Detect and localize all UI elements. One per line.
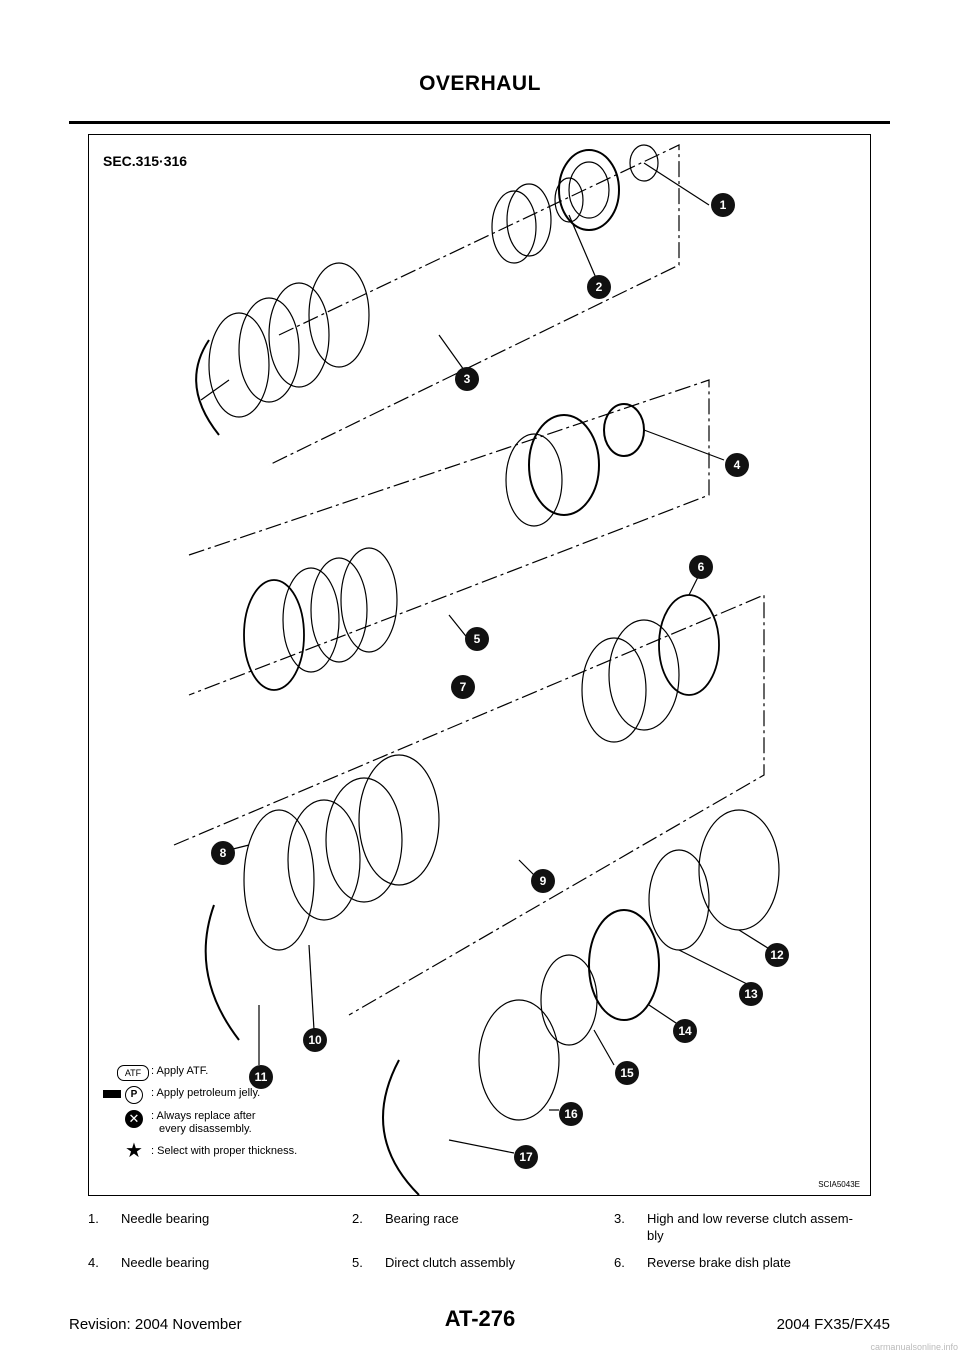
callout-13: 13 <box>739 982 763 1006</box>
page-number: AT-276 <box>444 1306 516 1331</box>
part-12-shape <box>698 809 780 931</box>
callout-11: 11 <box>249 1065 273 1089</box>
legend-replace-text-2: every disassembly. <box>159 1123 252 1135</box>
watermark: carmanualsonline.info <box>870 1342 958 1352</box>
callout-5: 5 <box>465 627 489 651</box>
p-icon: P <box>125 1086 143 1104</box>
atf-icon: ATF <box>117 1065 149 1081</box>
callout-7: 7 <box>451 675 475 699</box>
callout-2: 2 <box>587 275 611 299</box>
part-13-shape <box>648 849 710 951</box>
legend-replace-text: : Always replace after <box>151 1110 256 1122</box>
part-2-shape <box>554 177 584 223</box>
model-label: 2004 FX35/FX45 <box>776 1316 890 1333</box>
callout-9: 9 <box>531 869 555 893</box>
callout-17: 17 <box>514 1145 538 1169</box>
part-14-shape <box>588 909 660 1021</box>
revision-label: Revision: 2004 November <box>69 1316 242 1333</box>
exploded-diagram <box>173 144 780 1196</box>
petroleum-jelly-icon <box>103 1090 121 1098</box>
part-6-shape <box>658 594 720 696</box>
callout-6: 6 <box>689 555 713 579</box>
part-1-shape <box>629 144 659 182</box>
callout-15: 15 <box>615 1061 639 1085</box>
callout-16: 16 <box>559 1102 583 1126</box>
part-4-shape <box>603 403 645 457</box>
callout-12: 12 <box>765 943 789 967</box>
legend-jelly-text: : Apply petroleum jelly. <box>151 1087 261 1099</box>
part-15-shape <box>540 954 598 1046</box>
star-icon: ★ <box>125 1140 143 1162</box>
figure-code: SCIA5043E <box>818 1180 860 1189</box>
part-17-shape <box>382 1059 420 1196</box>
legend-star-text: : Select with proper thickness. <box>151 1145 298 1157</box>
title-divider <box>69 121 890 124</box>
callout-4: 4 <box>725 453 749 477</box>
group-frame-3 <box>268 144 680 466</box>
replace-icon: ✕ <box>125 1110 143 1128</box>
section-label: SEC.315·316 <box>103 153 188 169</box>
group-frame-5 <box>188 379 710 696</box>
callout-1: 1 <box>711 193 735 217</box>
part-16-shape <box>478 999 560 1121</box>
part-hub-shape <box>558 149 620 231</box>
callout-3: 3 <box>455 367 479 391</box>
callout-8: 8 <box>211 841 235 865</box>
group-frame-9 <box>173 594 765 1016</box>
legend-atf-text: : Apply ATF. <box>151 1065 209 1077</box>
page-title: OVERHAUL <box>419 72 541 95</box>
exploded-view-figure: SEC.315·316 1 2 3 4 5 6 7 8 9 10 11 12 1… <box>88 134 871 1196</box>
callout-10: 10 <box>303 1028 327 1052</box>
callout-14: 14 <box>673 1019 697 1043</box>
